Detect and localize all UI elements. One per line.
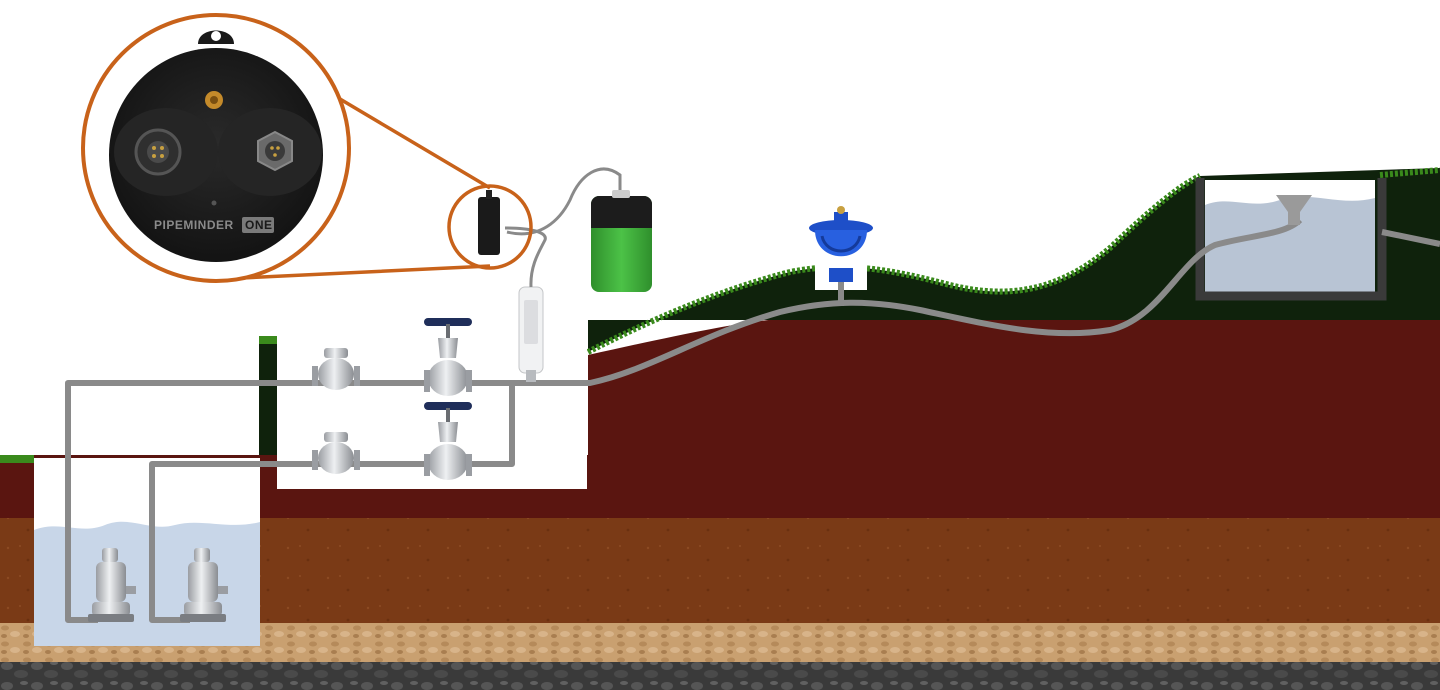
device-brand-badge: ONE: [245, 218, 273, 232]
mid-topsoil: [259, 342, 277, 455]
check-valve-upper: [312, 348, 360, 390]
rock-layer: [0, 660, 1440, 690]
air-release-valve: [809, 206, 873, 282]
clay-under-mid: [259, 455, 277, 518]
sensor-cable: [504, 226, 547, 288]
pipe-tank-outlet: [1381, 229, 1440, 247]
gate-valve-upper: [424, 318, 472, 396]
magnified-device: PIPEMINDER ONE: [81, 13, 351, 283]
pump-icon: [194, 548, 210, 562]
device-brand: PIPEMINDER: [154, 218, 234, 232]
clay-layer-hill: [588, 318, 1440, 518]
discharge-tank: [1195, 178, 1387, 301]
mid-grass: [259, 336, 277, 344]
hill-grass: [586, 173, 1202, 355]
pipe-pump1-riser: [65, 380, 530, 623]
gate-valve-lower: [424, 402, 472, 480]
device-brand-badge-bg: [242, 217, 274, 233]
callout-small-ring: [447, 184, 533, 270]
left-topsoil: [0, 455, 34, 463]
battery-pack: [591, 190, 652, 292]
pipe-rising-main: [530, 217, 1303, 386]
check-valve-lower: [312, 432, 360, 474]
pressure-sensor: [518, 286, 544, 382]
discharge-funnel-icon: [1276, 195, 1312, 225]
pipe-network: [65, 217, 1440, 623]
pump-2: [180, 548, 228, 622]
pump-1: [88, 548, 136, 622]
pipe-pump2-riser: [149, 383, 515, 623]
battery-cable: [506, 167, 622, 236]
logger-device: [478, 190, 500, 255]
pump-icon: [102, 548, 118, 562]
right-grass: [1379, 167, 1440, 178]
valve-handle-icon: [424, 402, 472, 410]
valve-handle-icon: [424, 318, 472, 326]
